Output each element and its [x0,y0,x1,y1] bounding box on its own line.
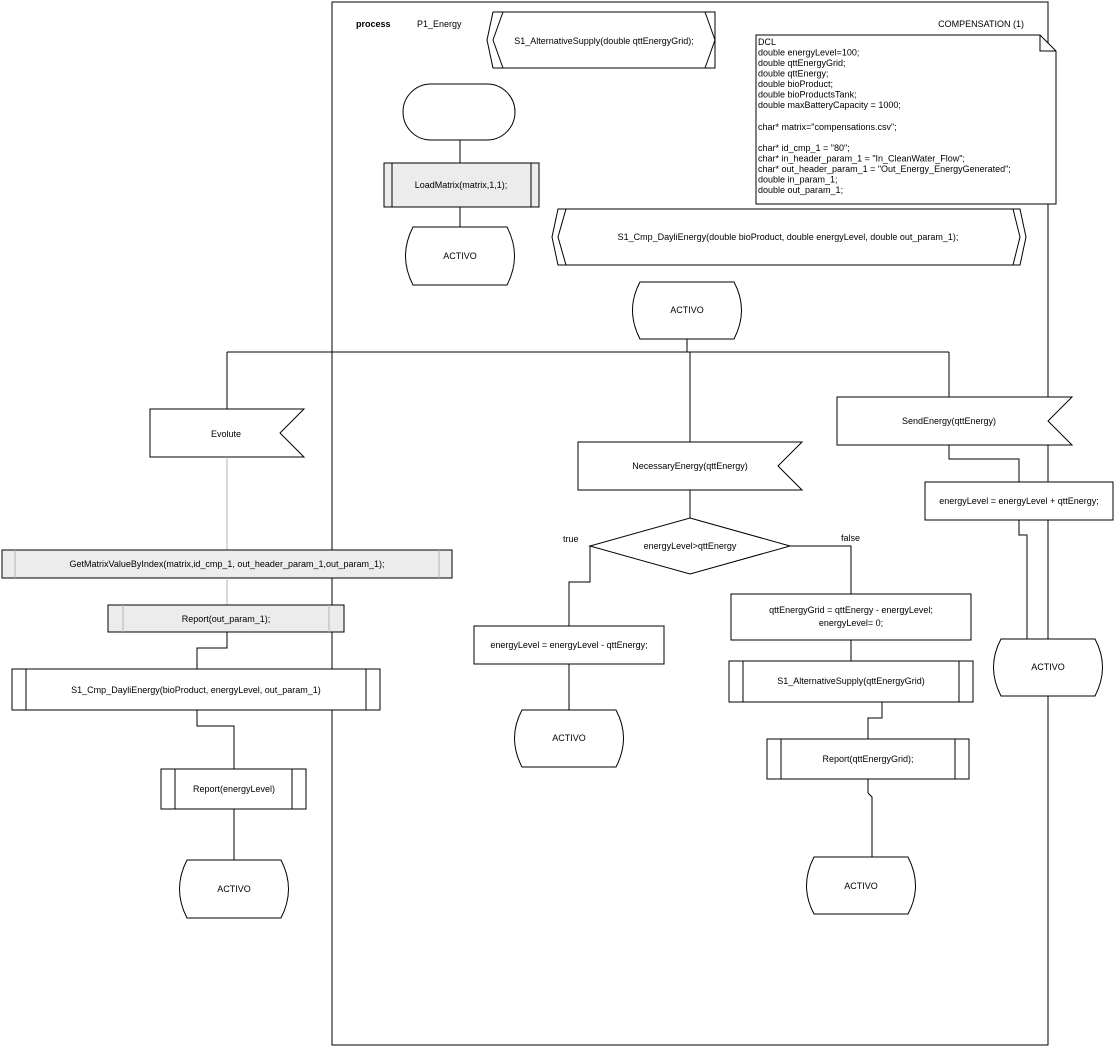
get-matrix-value-task[interactable]: GetMatrixValueByIndex(matrix,id_cmp_1, o… [1,549,453,579]
dcl-line: double bioProduct; [758,79,833,89]
send-energy-signal-label: SendEnergy(qttEnergy) [902,416,996,426]
grid-energy-text-line2: energyLevel= 0; [819,618,883,628]
evolute-next-state-label: ACTIVO [217,884,251,894]
alternative-supply-call-text: S1_AlternativeSupply(qttEnergyGrid) [777,676,925,686]
procedure-definition-text: S1_Cmp_DayliEnergy(double bioProduct, do… [618,232,959,242]
procedure-definition[interactable]: S1_Cmp_DayliEnergy(double bioProduct, do… [551,208,1027,266]
dcl-line: double in_param_1; [758,175,838,185]
report-grid-task[interactable]: Report(qttEnergyGrid); [766,738,970,780]
report-energy-level-task[interactable]: Report(energyLevel) [160,768,307,810]
decision-false-label: false [841,533,860,543]
dcl-line: double out_param_1; [758,185,843,195]
main-state[interactable]: ACTIVO [632,281,742,340]
send-next-state-label: ACTIVO [1031,662,1065,672]
dcl-line: double energyLevel=100; [758,48,859,58]
evolute-next-state[interactable]: ACTIVO [179,859,289,919]
false-next-state-label: ACTIVO [844,881,878,891]
dcl-line: double bioProductsTank; [758,90,857,100]
report-energy-level-text: Report(energyLevel) [193,784,275,794]
energy-level-decision-text: energyLevel>qttEnergy [644,541,737,551]
dcl-line: double qttEnergyGrid; [758,58,846,68]
dcl-line: DCL [758,37,776,47]
false-next-state[interactable]: ACTIVO [806,856,916,915]
alternative-supply-call[interactable]: S1_AlternativeSupply(qttEnergyGrid) [728,660,974,703]
dcl-line: char* in_header_param_1 = "In_CleanWater… [758,154,965,164]
true-next-state-label: ACTIVO [552,733,586,743]
evolute-signal-label: Evolute [211,429,241,439]
process-type-label: COMPENSATION (1) [938,19,1024,29]
process-keyword: process [356,19,391,29]
decrease-energy-task[interactable]: energyLevel = energyLevel - qttEnergy; [473,625,665,665]
increase-energy-task[interactable]: energyLevel = energyLevel + qttEnergy; [924,481,1114,521]
decrease-energy-text: energyLevel = energyLevel - qttEnergy; [490,640,647,650]
true-next-state[interactable]: ACTIVO [514,709,624,768]
increase-energy-text: energyLevel = energyLevel + qttEnergy; [939,496,1099,506]
report-out-param-text: Report(out_param_1); [182,614,271,624]
dcl-line: char* out_header_param_1 = "Out_Energy_E… [758,164,1011,174]
grid-energy-task[interactable]: qttEnergyGrid = qttEnergy - energyLevel;… [730,593,972,641]
load-matrix-task[interactable]: LoadMatrix(matrix,1,1); [383,162,540,208]
procedure-signature[interactable]: S1_AlternativeSupply(double qttEnergyGri… [486,11,716,69]
send-energy-signal[interactable]: SendEnergy(qttEnergy) [836,396,1074,446]
energy-level-decision[interactable]: energyLevel>qttEnergy [588,517,792,575]
decision-true-label: true [563,534,579,544]
dcl-line: char* matrix="compensations.csv"; [758,122,897,132]
send-next-state[interactable]: ACTIVO [993,638,1103,697]
evolute-signal[interactable]: Evolute [149,408,306,458]
dcl-line: char* id_cmp_1 = "80"; [758,143,850,153]
load-matrix-text: LoadMatrix(matrix,1,1); [415,180,508,190]
necessary-energy-signal-label: NecessaryEnergy(qttEnergy) [632,461,748,471]
necessary-energy-signal[interactable]: NecessaryEnergy(qttEnergy) [577,441,804,491]
process-name: P1_Energy [417,19,462,29]
start-state-label: ACTIVO [443,251,477,261]
report-out-param-task[interactable]: Report(out_param_1); [107,604,345,633]
main-state-label: ACTIVO [670,305,704,315]
dcl-box: DCL double energyLevel=100; double qttEn… [755,34,1057,205]
process-frame [331,1,1049,1046]
procedure-signature-text: S1_AlternativeSupply(double qttEnergyGri… [514,36,694,46]
dcl-line: double maxBatteryCapacity = 1000; [758,100,901,110]
start-state[interactable]: ACTIVO [405,226,515,286]
daily-energy-call[interactable]: S1_Cmp_DayliEnergy(bioProduct, energyLev… [11,668,381,711]
grid-energy-text-line1: qttEnergyGrid = qttEnergy - energyLevel; [769,605,933,615]
start-symbol[interactable] [402,83,516,141]
dcl-line: double qttEnergy; [758,69,829,79]
daily-energy-call-text: S1_Cmp_DayliEnergy(bioProduct, energyLev… [71,685,321,695]
report-grid-text: Report(qttEnergyGrid); [822,754,913,764]
get-matrix-value-text: GetMatrixValueByIndex(matrix,id_cmp_1, o… [70,559,385,569]
